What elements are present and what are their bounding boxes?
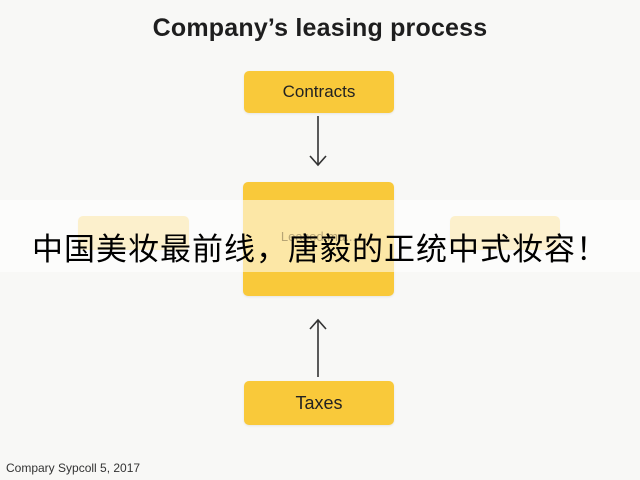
arrow-head-up: [309, 318, 327, 330]
node-center-label: Leased ma...: [280, 228, 357, 244]
node-taxes: Taxes: [244, 381, 394, 425]
node-contracts-label: Contracts: [282, 82, 356, 101]
overlay-caption: 中国美妆最前线，唐毅的正统中式妆容！: [32, 232, 608, 268]
diagram-title: Company’s leasing process: [152, 14, 488, 42]
node-taxes-label: Taxes: [295, 392, 343, 413]
footer-credit: Compary Sypcoll 5, 2017: [6, 461, 141, 475]
arrow-head-down: [309, 155, 327, 167]
node-contracts: Contracts: [244, 71, 394, 113]
caption-backdrop: [0, 200, 640, 272]
